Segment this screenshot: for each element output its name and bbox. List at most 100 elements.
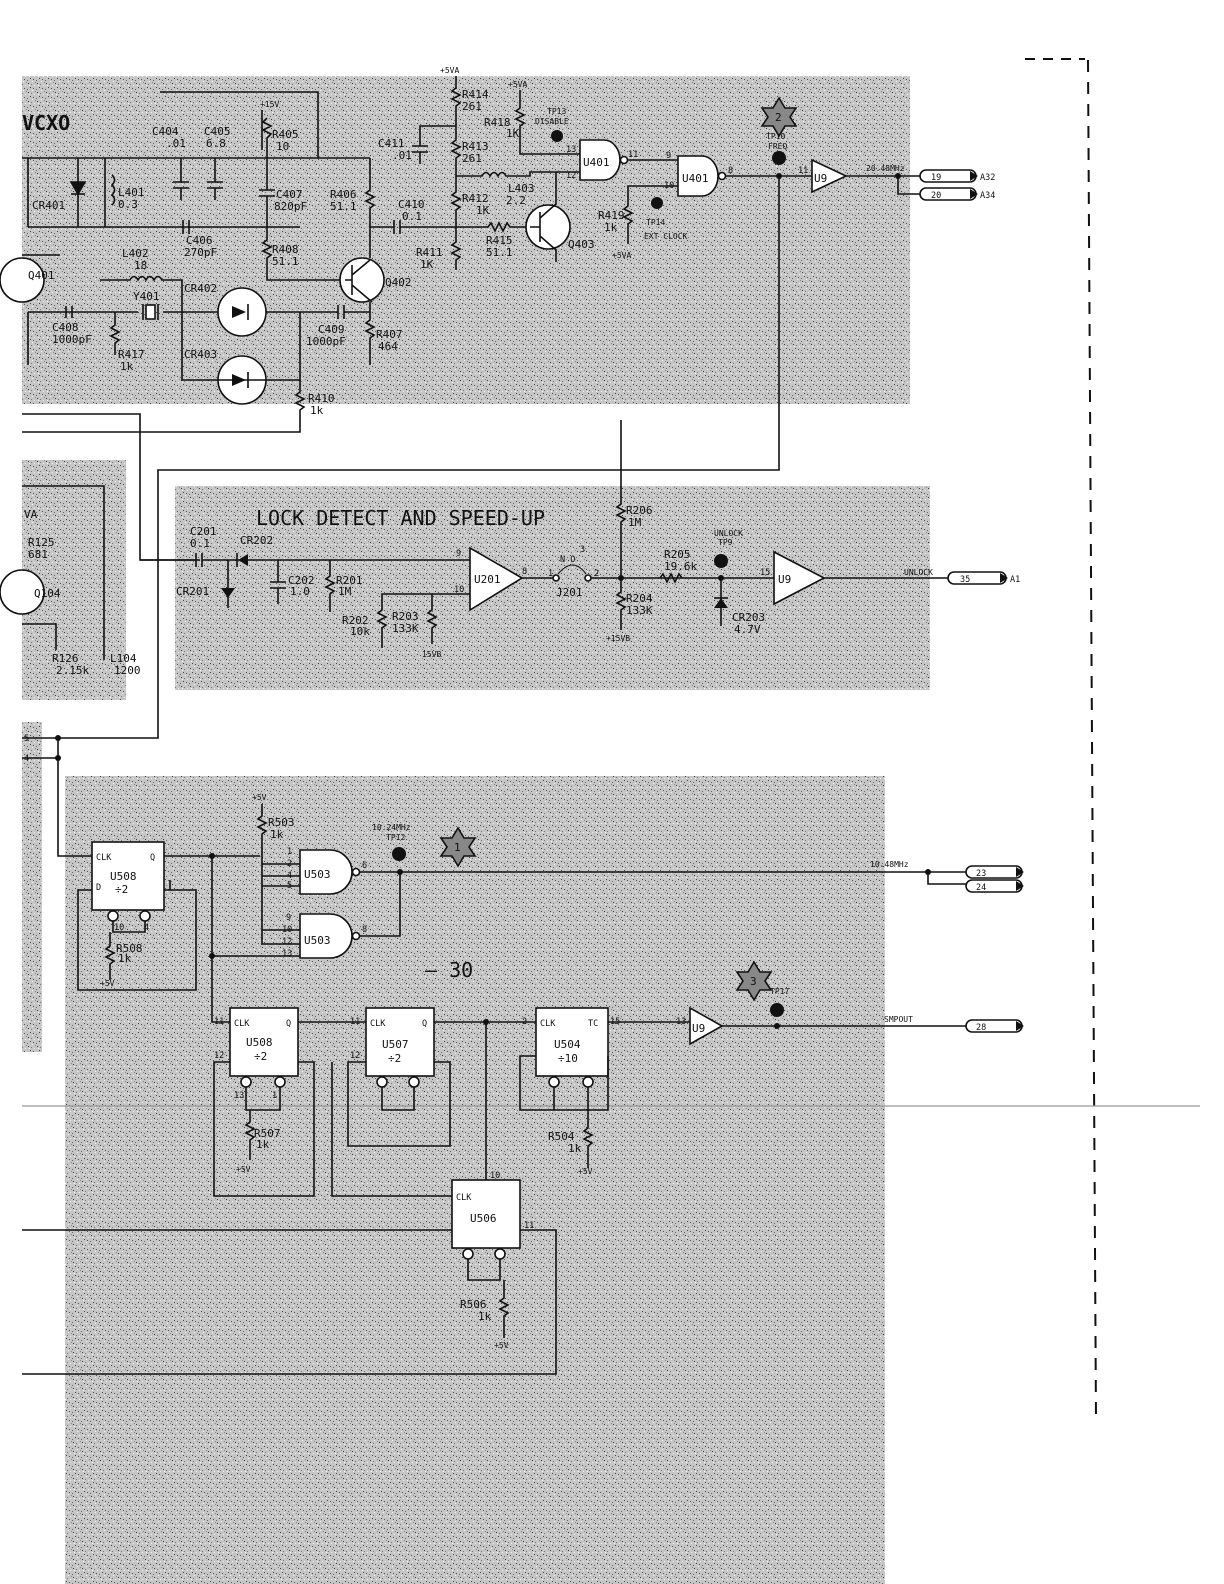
u508a-div: ÷2 (115, 883, 128, 896)
pin-j201-3: 3 (580, 545, 585, 555)
u504-clk: CLK (540, 1019, 556, 1029)
l402-val: 18 (134, 259, 147, 272)
c202-val: 1.0 (290, 585, 310, 598)
u508a-q: Q (150, 853, 155, 863)
r201-val: 1M (338, 585, 352, 598)
conn-28-pin: 28 (976, 1023, 986, 1033)
u503b-p13: 13 (282, 949, 292, 959)
r504-val: 1k (568, 1142, 582, 1155)
u503b-p9: 9 (286, 913, 291, 923)
pin-j201-2: 2 (594, 569, 599, 579)
r419-ref: R419 (598, 209, 625, 222)
l403-ref: L403 (508, 182, 535, 195)
rail-5v-r504: +5V (578, 1167, 593, 1176)
u201-label: U201 (474, 573, 501, 586)
cr202-label: CR202 (240, 534, 273, 547)
l104-val: 1200 (114, 664, 141, 677)
tp14-label: EXT CLOCK (644, 232, 688, 241)
c410-val: 0.1 (402, 210, 422, 223)
u504-label: U504 (554, 1038, 581, 1051)
r205-val: 19.6k (664, 560, 697, 573)
c407-val: 820pF (274, 200, 307, 213)
pin-u201-9: 9 (456, 549, 461, 559)
r206-ref: R206 (626, 504, 653, 517)
l104-ref: L104 (110, 652, 137, 665)
rail-5va-r419: +5VA (612, 251, 631, 260)
u401a-label: U401 (583, 156, 610, 169)
q104-section: VA R125 681 Q104 R126 2.15k L104 1200 (0, 485, 141, 677)
cr402-label: CR402 (184, 282, 217, 295)
cr401-label: CR401 (32, 199, 65, 212)
u503a-p2: 2 (287, 859, 292, 869)
u507-label: U507 (382, 1038, 409, 1051)
unlock-signal: UNLOCK (904, 568, 933, 577)
r418-ref: R418 (484, 116, 511, 129)
u503b-label: U503 (304, 934, 331, 947)
r204-ref: R204 (626, 592, 653, 605)
rail-5v-r507: +5V (236, 1165, 251, 1174)
partial-va: VA (24, 508, 38, 521)
r418-val: 1K (506, 127, 520, 140)
c405-ref: C405 (204, 125, 231, 138)
r503-val: 1k (270, 828, 284, 841)
divide-by-thirty-note: — 30 (425, 958, 473, 982)
r408-ref: R408 (272, 243, 299, 256)
smpout-label: SMPOUT (884, 1015, 913, 1024)
pin-u9-15: 15 (760, 568, 770, 578)
r419-val: 1k (604, 221, 618, 234)
cr203-val: 4.7V (734, 623, 761, 636)
r506-val: 1k (478, 1310, 492, 1323)
u503a-p1: 1 (287, 847, 292, 857)
cr201-label: CR201 (176, 585, 209, 598)
u9-top-label: U9 (814, 172, 827, 185)
tp10-name: TP10 (766, 132, 785, 141)
u508a-pin4: 4 (144, 923, 149, 933)
r202-ref: R202 (342, 614, 369, 627)
c409-ref: C409 (318, 323, 345, 336)
pin-u201-10: 10 (454, 585, 464, 595)
sheet-border (22, 58, 1200, 1421)
r412-val: 1K (476, 204, 490, 217)
u503a-p5: 5 (287, 881, 292, 891)
u506-p11: 11 (524, 1221, 534, 1231)
r201-ref: R201 (336, 574, 363, 587)
pin-12: 12 (566, 171, 576, 181)
r205-ref: R205 (664, 548, 691, 561)
r508-val: 1k (118, 952, 132, 965)
r411-ref: R411 (416, 246, 443, 259)
c407-ref: C407 (276, 188, 303, 201)
rail-5va-r418: +5VA (508, 80, 527, 89)
u508b-p13: 13 (234, 1091, 244, 1101)
conn-19-pin: 19 (931, 173, 941, 183)
pin-13: 13 (566, 145, 576, 155)
tp13-name: TP13 (547, 107, 566, 116)
r503-ref: R503 (268, 816, 295, 829)
r507-val: 1k (256, 1138, 270, 1151)
u401b-label: U401 (682, 172, 709, 185)
c411-ref: C411 (378, 137, 405, 150)
r202-val: 10k (350, 625, 370, 638)
pin-11: 11 (628, 150, 638, 160)
r203-val: 133K (392, 622, 419, 635)
u503b-p8: 8 (362, 925, 367, 935)
u507-p12: 12 (350, 1051, 360, 1061)
r126-val: 2.15k (56, 664, 89, 677)
r125-val: 681 (28, 548, 48, 561)
u9-smp-p13: 13 (676, 1017, 686, 1027)
r406-ref: R406 (330, 188, 357, 201)
u508b-p12: 12 (214, 1051, 224, 1061)
q403-label: Q403 (568, 238, 595, 251)
r407-ref: R407 (376, 328, 403, 341)
r204-val: 133K (626, 604, 653, 617)
rail-5va-top: +5VA (440, 66, 459, 75)
u9-unlock-label: U9 (778, 573, 791, 586)
conn-24-pin: 24 (976, 883, 986, 893)
clk-out-label: 10.48MHz (870, 860, 909, 869)
r410-val: 1k (310, 404, 324, 417)
u508a-pin10: 10 (114, 923, 124, 933)
l401-ref: L401 (118, 186, 145, 199)
r408-val: 51.1 (272, 255, 299, 268)
r126-ref: R126 (52, 652, 79, 665)
u503b-p10: 10 (282, 925, 292, 935)
divider-section: 5 4 CLK Q D U508 ÷2 10 4 R508 1k +5V +5V… (22, 734, 1024, 1375)
